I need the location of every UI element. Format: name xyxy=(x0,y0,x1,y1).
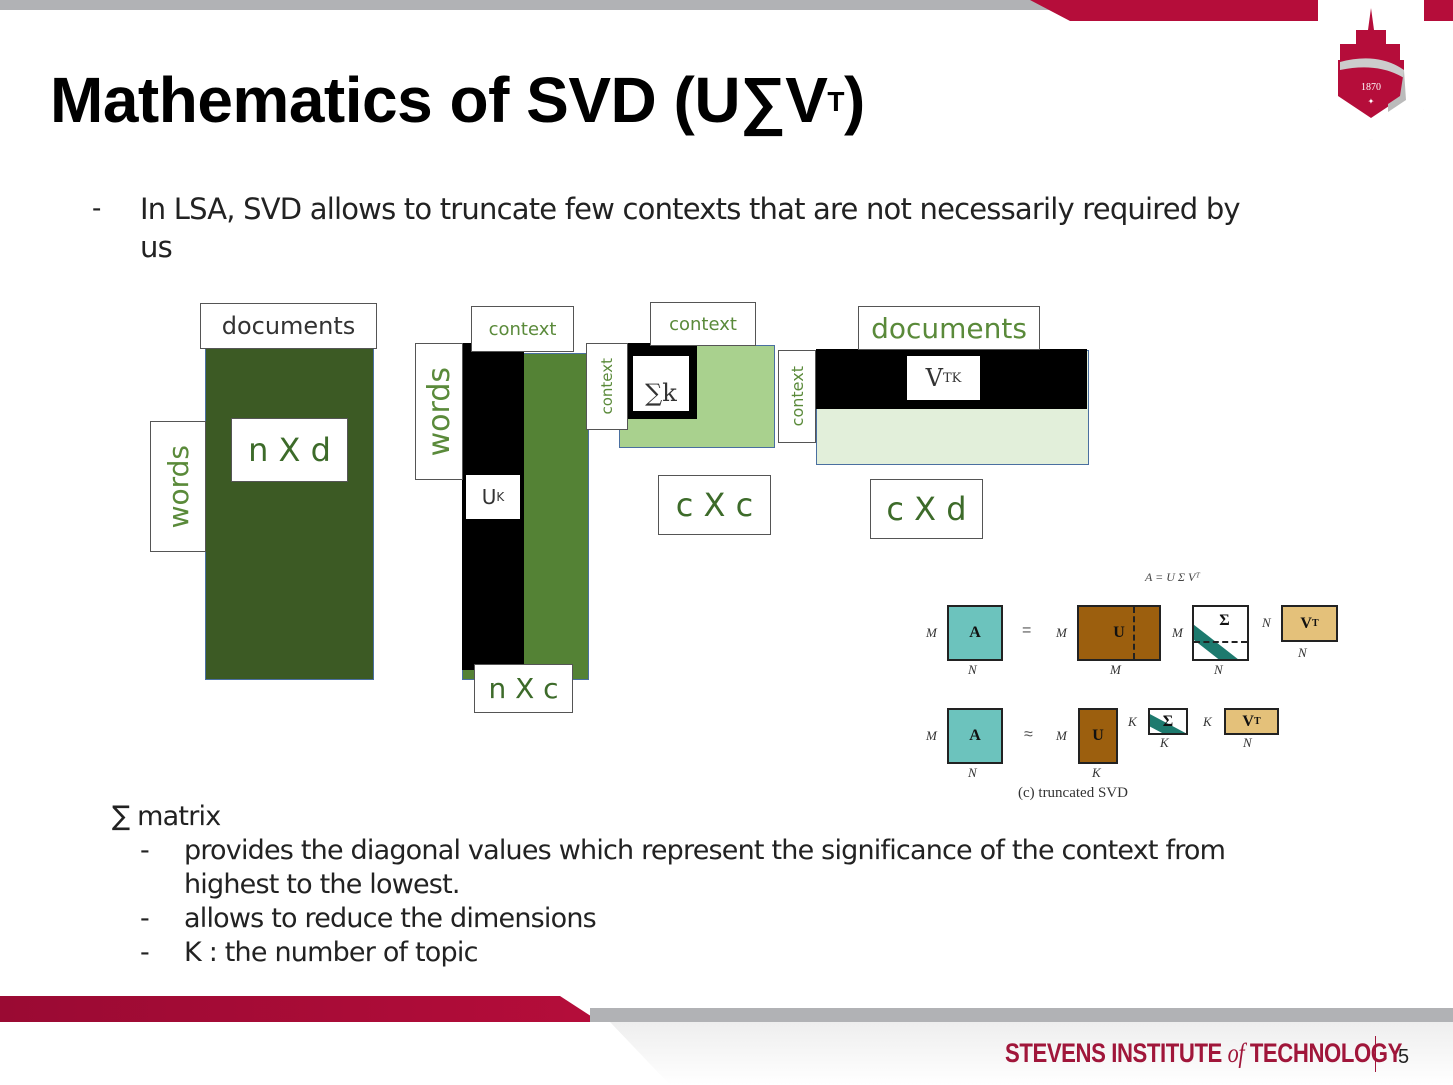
matrix-u-dims: n X c xyxy=(474,664,573,713)
matrix-a-top-label: documents xyxy=(200,303,377,349)
matrix-sigma-dims: c X c xyxy=(658,475,771,535)
stevens-logo: 1870 ✦ xyxy=(1318,0,1424,140)
row1-matrix-a: A xyxy=(947,605,1003,661)
matrix-sigma-inner-label: ∑k xyxy=(633,356,689,411)
footer-shadow xyxy=(610,1022,1453,1085)
row2-matrix-a: A xyxy=(947,708,1003,764)
matrix-u-side-label: words xyxy=(415,343,463,480)
row2-matrix-u: U xyxy=(1078,708,1118,764)
row1-equals: = xyxy=(1022,622,1032,639)
footer-separator xyxy=(1375,1036,1376,1072)
svg-text:1870: 1870 xyxy=(1361,82,1381,93)
footer-red-band xyxy=(0,996,600,1022)
row2-approx: ≈ xyxy=(1024,726,1033,743)
matrix-sigma-side-label: context xyxy=(586,343,628,430)
matrix-vt-side-label: context xyxy=(778,350,816,443)
page-title: Mathematics of SVD (U∑VT) xyxy=(50,64,865,136)
footer-gray-band xyxy=(590,1008,1453,1022)
footer-brand: STEVENS INSTITUTE of TECHNOLOGY xyxy=(1005,1038,1402,1068)
sub-bullet-2: allows to reduce the dimensions xyxy=(184,903,597,934)
figure-caption: (c) truncated SVD xyxy=(1018,785,1128,801)
matrix-u-top-label: context xyxy=(471,306,574,352)
matrix-sigma-top-label: context xyxy=(650,302,756,346)
page-number: 5 xyxy=(1398,1046,1410,1068)
svg-text:✦: ✦ xyxy=(1368,97,1375,106)
sigma-heading: ∑ matrix xyxy=(112,801,221,832)
matrix-vt-top-label: documents xyxy=(858,306,1040,350)
stevens-crest-icon: 1870 ✦ xyxy=(1338,8,1406,118)
row2-matrix-sigma: Σ xyxy=(1148,708,1188,735)
sub-bullet-1: provides the diagonal values which repre… xyxy=(184,835,1226,900)
bullet-dash: - xyxy=(92,192,102,223)
svd-equation: A = U Σ Vᵀ xyxy=(1145,570,1200,584)
matrix-a-block xyxy=(205,345,374,680)
matrix-a-side-label: words xyxy=(150,421,206,552)
sub-bullet-3: K : the number of topic xyxy=(184,937,478,968)
matrix-vt-dims: c X d xyxy=(870,479,983,539)
intro-bullet-text: In LSA, SVD allows to truncate few conte… xyxy=(140,192,1241,264)
matrix-a-dims: n X d xyxy=(231,418,348,482)
row1-matrix-u: U xyxy=(1077,605,1161,661)
top-gray-band xyxy=(0,0,1070,10)
row1-matrix-sigma: Σ xyxy=(1192,605,1249,661)
